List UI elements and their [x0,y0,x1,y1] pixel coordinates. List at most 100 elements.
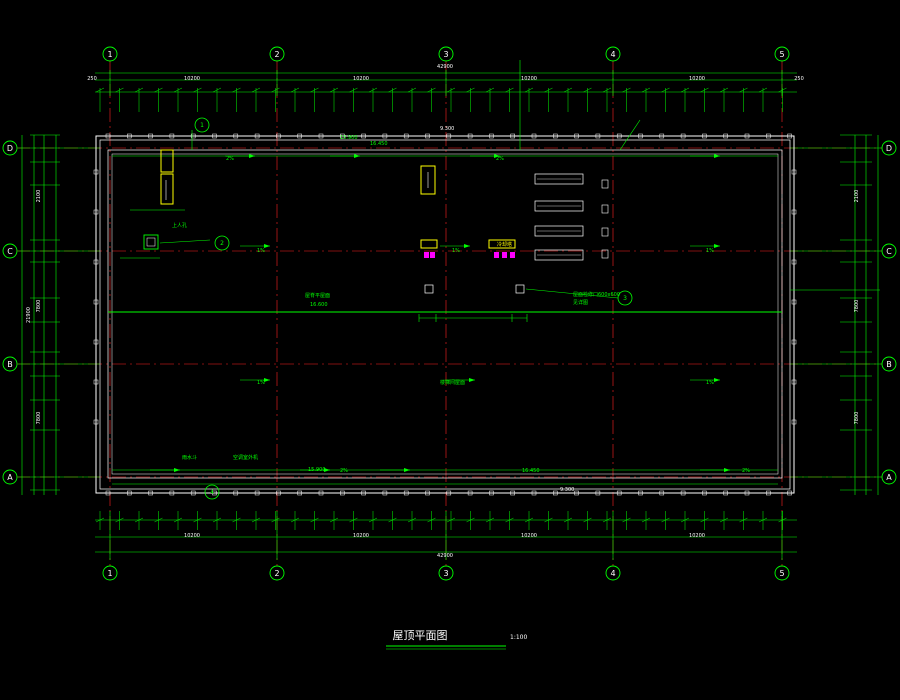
axis-label-row-A-left: A [7,473,13,482]
drawing-scale: 1:100 [510,634,527,641]
parapet-notch-bottom-18 [489,490,494,496]
roof-edge [111,153,779,475]
side-dimension-right: 2100 7800 7800 [854,190,860,425]
parapet-notch-top-18 [489,133,494,139]
parapet-notch-top-7 [254,133,260,139]
parapet-outer [95,135,795,494]
dim-slash-top-20 [485,87,495,93]
cooling-leg-1 [430,252,435,258]
parapet-notch-top-1 [127,133,132,139]
callout-2: 2 [220,240,224,247]
axis-label-row-D-right: D [886,144,892,153]
ridge-level-label: 16.600 [310,302,328,308]
bay-dim-top-4: 10200 [689,76,705,82]
level-gutter-bottom: 15.900 [308,467,326,473]
callout-3: 3 [623,295,627,302]
axis-bubble-row-D-right [881,140,897,156]
parapet-notch-bottom-11 [340,490,345,496]
parapet-notch-top-3 [169,133,175,139]
parapet-notch-left-2 [93,259,99,265]
parapet-notch-left-3 [93,299,99,305]
dim-slash-top-9 [271,87,280,93]
equipment-note: 见详图 [573,299,588,306]
level-roof-edge-bottom: 16.450 [522,468,540,474]
dim-slash-top-14 [368,87,378,93]
parapet-notch-bottom-27 [680,490,686,496]
parapet-notch-top-21 [553,133,558,139]
dimension-lines [18,70,882,560]
parapet-notch-bottom-14 [403,490,409,496]
callout-1: 1 [200,122,204,129]
parapet-notch-bottom-30 [744,490,750,496]
dim-slash-top-23 [544,87,553,93]
axis-label-col-5-top: 5 [779,50,784,59]
parapet-notch-top-30 [744,133,750,139]
slope-arrowhead-4 [174,468,180,472]
parapet-notch-bottom-24 [616,490,622,496]
slope-1: 1% [257,248,265,254]
axis-bubble-row-B-right [881,356,897,372]
level-gutter-top: 15.900 [340,135,358,141]
dim-slash-top-32 [719,87,729,93]
parapet-notch-right-3 [791,299,797,305]
parapet-notch-top-31 [766,133,771,139]
parapet-notch-right-0 [791,169,797,175]
axis-bubble-col-2-top [269,46,285,62]
dim-slash-top-35 [778,87,787,93]
axis-bubble-col-5-top [774,46,790,62]
axis-label-row-D-left: D [7,144,13,153]
cooling-unit-1 [420,239,438,249]
parapet-notch-bottom-0 [105,490,111,496]
parapet-notch-top-19 [510,133,515,139]
dim-slash-top-17 [427,87,436,93]
axis-label-row-A-right: A [886,473,892,482]
parapet-notch-bottom-29 [723,490,728,496]
drain-note-2: 空调室外机 [233,454,258,461]
dim-slash-top-18 [446,87,456,93]
dim-slash-top-5 [193,87,202,93]
axis-label-row-C-left: C [7,247,13,256]
roof-features [108,60,880,485]
hatch-box-bottom [160,173,174,205]
dim-slash-top-7 [232,87,241,93]
parapet-notch-top-8 [276,133,281,139]
slope-arrowhead-12 [469,378,475,382]
dim-slash-top-10 [290,87,300,93]
slope-arrowhead-10 [714,244,720,248]
dim-slash-top-13 [349,87,358,93]
parapet-notch-bottom-20 [531,490,537,496]
equipment-mark-3 [601,249,609,259]
parapet-notch-top-25 [638,133,643,139]
parapet-notch-left-1 [93,209,99,215]
bay-dim-top-3: 10200 [521,76,537,82]
slope-arrowhead-5 [324,468,330,472]
parapet-notch-right-5 [791,379,797,385]
parapet-notch-bottom-15 [425,490,430,496]
parapet-notch-bottom-2 [148,490,153,496]
dim-slash-top-2 [134,87,144,93]
gutter-inner [107,149,783,479]
level-roof-edge-top: 16.450 [370,141,388,147]
slope-arrowhead-8 [264,244,270,248]
dim-slash-top-19 [466,87,475,93]
axis-bubble-col-3-top [438,46,454,62]
parapet-notch-bottom-1 [127,490,132,496]
parapet-notch-left-6 [93,419,99,425]
parapet-notch-top-4 [190,133,196,139]
slope-arrowhead-7 [724,468,730,472]
cooling-leg-2 [494,252,499,258]
hatch-label: 上人孔 [172,222,187,229]
edge-dim-top-right: 250 [794,76,804,82]
parapet-notch-top-17 [467,133,473,139]
parapet-notch-top-27 [680,133,686,139]
axis-bubble-row-A-right [881,469,897,485]
axis-bubble-row-D-left [2,140,18,156]
slope-4: 1% [257,380,265,386]
parapet-notch-top-2 [148,133,153,139]
left-bay-top: 2100 [36,190,42,203]
axis-label-col-2-bottom: 2 [274,569,279,578]
right-bay-bottom: 7800 [854,412,860,425]
parapet-notch-top-20 [531,133,537,139]
